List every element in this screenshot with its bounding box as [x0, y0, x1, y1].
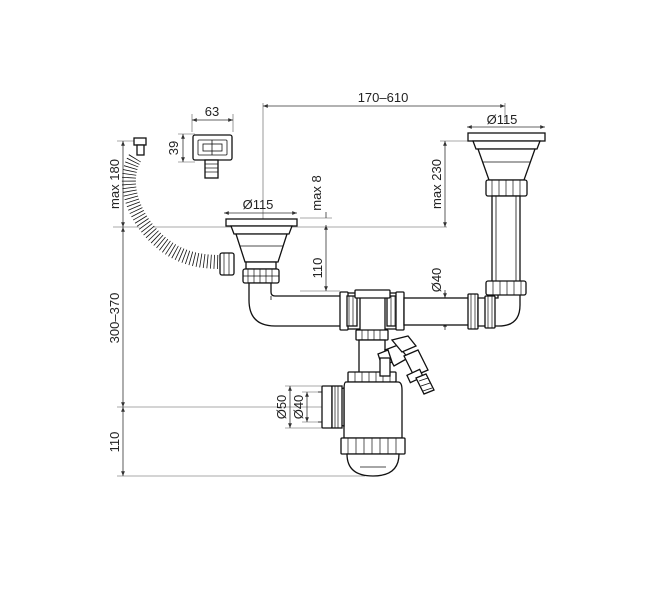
left-strainer: [225, 218, 298, 284]
dim-left-strainer-diameter: Ø115: [243, 197, 274, 212]
dim-height-110-upper: 110: [310, 258, 325, 279]
dim-height-110-lower: 110: [107, 432, 122, 453]
dim-max-180: max 180: [107, 159, 122, 209]
dim-outlet-diameter-50: Ø50: [274, 395, 289, 420]
bottle-trap: [318, 329, 406, 477]
dim-range-300-370: 300–370: [107, 293, 122, 344]
dim-max-230: max 230: [429, 159, 444, 209]
horizontal-drain-pipe: [248, 282, 521, 334]
dim-overflow-height: 39: [166, 141, 181, 155]
dim-outlet-diameter-40: Ø40: [291, 395, 306, 420]
dim-overflow-width: 63: [205, 104, 219, 119]
dimension-lines: [113, 103, 545, 477]
overflow-hose: [121, 137, 235, 276]
overflow-fitting: [192, 134, 233, 179]
dimension-labels: 170–610 63 39 Ø115 Ø115 max 8 max 230 ma…: [107, 90, 517, 452]
dim-right-strainer-diameter: Ø115: [487, 112, 518, 127]
dim-pipe-diameter-40: Ø40: [429, 268, 444, 293]
right-strainer: [467, 132, 546, 296]
dim-max-8: max 8: [309, 175, 324, 210]
dim-spread: 170–610: [358, 90, 409, 105]
appliance-connector: [377, 335, 435, 395]
